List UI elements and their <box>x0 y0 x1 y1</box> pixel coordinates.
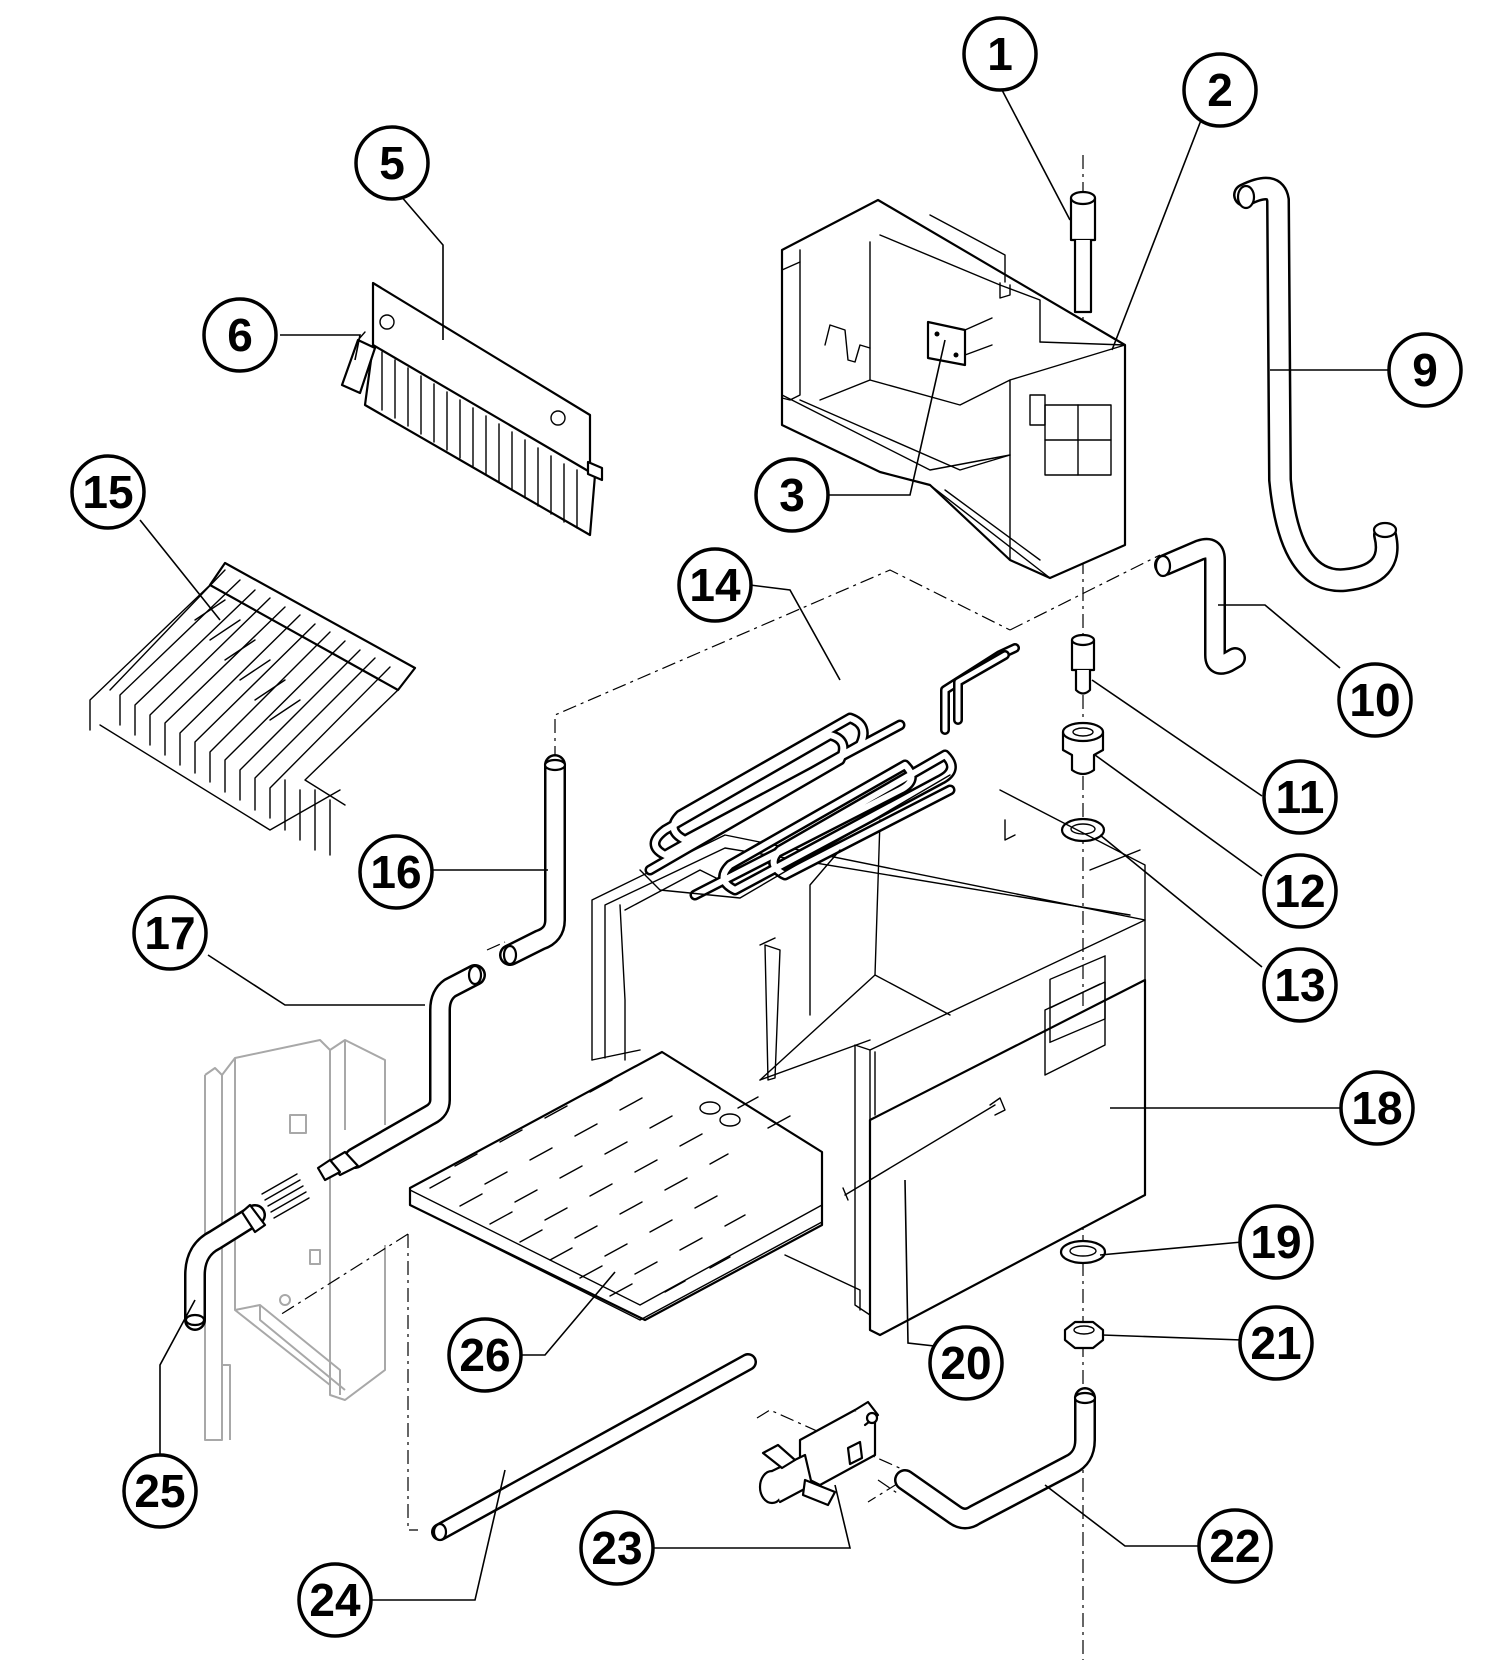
callout-6: 6 <box>202 297 278 373</box>
part-long-rod <box>431 1353 757 1542</box>
callout-5: 5 <box>354 125 430 201</box>
callout-25: 25 <box>122 1453 198 1529</box>
svg-text:11: 11 <box>1276 771 1325 823</box>
part-heating-element <box>639 643 1020 1016</box>
callout-24: 24 <box>297 1562 373 1638</box>
callout-19: 19 <box>1238 1204 1314 1280</box>
part-s-tube <box>316 964 486 1182</box>
callout-13: 13 <box>1262 947 1338 1023</box>
part-flap-assembly <box>363 281 604 537</box>
part-crank-tube <box>1154 537 1246 675</box>
callout-1: 1 <box>962 16 1038 92</box>
part-hose <box>1233 176 1399 593</box>
ghost-frame <box>204 1039 386 1441</box>
callout-3: 3 <box>754 457 830 533</box>
svg-text:16: 16 <box>370 846 421 898</box>
part-tank <box>591 789 1147 1337</box>
svg-text:13: 13 <box>1274 959 1325 1011</box>
callout-11: 11 <box>1262 759 1338 835</box>
svg-text:1: 1 <box>987 28 1013 80</box>
svg-text:12: 12 <box>1274 865 1325 917</box>
part-threaded-elbow <box>184 1173 310 1331</box>
svg-text:15: 15 <box>82 466 133 518</box>
svg-text:17: 17 <box>144 907 195 959</box>
callout-26: 26 <box>447 1317 523 1393</box>
callout-22: 22 <box>1197 1508 1273 1584</box>
part-washer-13 <box>1060 817 1106 843</box>
callouts: 1 2 3 5 6 9 10 11 12 13 14 15 16 17 18 1… <box>70 16 1463 1638</box>
svg-text:2: 2 <box>1207 64 1233 116</box>
callout-14: 14 <box>677 547 753 623</box>
svg-text:14: 14 <box>689 559 741 611</box>
callout-10: 10 <box>1337 662 1413 738</box>
callout-9: 9 <box>1387 332 1463 408</box>
part-hopper <box>780 198 1127 580</box>
callout-21: 21 <box>1238 1305 1314 1381</box>
part-rack <box>89 561 417 856</box>
part-valve <box>758 1400 880 1507</box>
svg-text:22: 22 <box>1209 1520 1260 1572</box>
part-pin <box>1069 190 1097 314</box>
callout-15: 15 <box>70 454 146 530</box>
svg-text:18: 18 <box>1351 1082 1402 1134</box>
callout-2: 2 <box>1182 52 1258 128</box>
callout-12: 12 <box>1262 853 1338 929</box>
svg-text:9: 9 <box>1412 344 1438 396</box>
svg-text:19: 19 <box>1250 1216 1301 1268</box>
svg-text:21: 21 <box>1250 1317 1301 1369</box>
part-elbow-16 <box>499 754 567 966</box>
part-l-tube <box>894 1387 1097 1530</box>
part-bushing <box>1061 721 1105 776</box>
part-washer-19 <box>1059 1239 1107 1265</box>
part-tray <box>408 1050 824 1322</box>
callout-18: 18 <box>1339 1070 1415 1146</box>
svg-text:23: 23 <box>591 1522 642 1574</box>
svg-text:10: 10 <box>1349 674 1400 726</box>
callout-16: 16 <box>358 834 434 910</box>
callout-23: 23 <box>579 1510 655 1586</box>
part-plate <box>926 317 993 367</box>
svg-text:20: 20 <box>940 1337 991 1389</box>
part-rod <box>842 1097 1006 1201</box>
svg-text:3: 3 <box>779 469 805 521</box>
part-nut <box>1063 1320 1105 1350</box>
svg-text:26: 26 <box>459 1329 510 1381</box>
part-fitting <box>1070 633 1096 695</box>
callout-17: 17 <box>132 895 208 971</box>
svg-text:6: 6 <box>227 309 253 361</box>
tray-slots <box>429 1079 791 1297</box>
svg-text:5: 5 <box>379 137 405 189</box>
svg-text:24: 24 <box>309 1574 361 1626</box>
callout-20: 20 <box>928 1325 1004 1401</box>
svg-text:25: 25 <box>134 1465 185 1517</box>
